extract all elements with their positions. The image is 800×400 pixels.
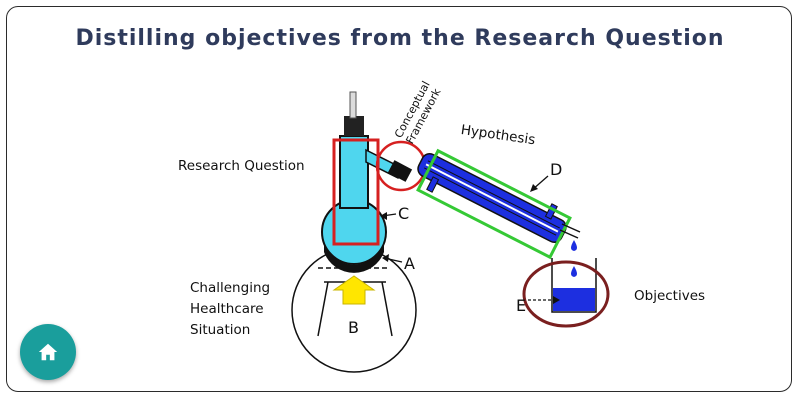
flask-residue [324,244,384,273]
outlet-tube-top [561,223,581,233]
objectives-oval [522,260,610,328]
marker-c: C [398,204,410,223]
drop-2 [571,266,577,277]
marker-a: A [404,254,415,273]
marker-b: B [348,318,359,337]
stand-leg-left [317,281,329,337]
beaker [551,258,597,313]
flask-neck [339,135,369,209]
research-question-label: Research Question [178,158,305,174]
hypothesis-box [416,148,572,260]
drop-1 [571,240,577,251]
situation-label-line2: Healthcare [190,301,264,317]
slide-title: Distilling objectives from the Research … [75,26,725,51]
stand-leg-right [381,281,393,337]
home-icon [38,343,58,361]
outlet-tube-bottom [559,229,579,239]
condenser [417,152,567,244]
slide-frame [6,6,792,392]
objectives-label: Objectives [634,288,706,304]
thermometer [349,91,357,119]
situation-label-line1: Challenging [190,280,271,296]
home-button[interactable] [20,324,76,380]
beaker-liquid [553,288,595,311]
flame-arrow [332,275,376,305]
research-question-box [332,138,380,246]
flask-bulb [321,199,387,265]
situation-label-line3: Situation [190,322,251,338]
marker-e: E [516,296,527,315]
stopper [344,116,364,136]
adapter-joint [387,160,413,182]
marker-d: D [550,160,563,179]
